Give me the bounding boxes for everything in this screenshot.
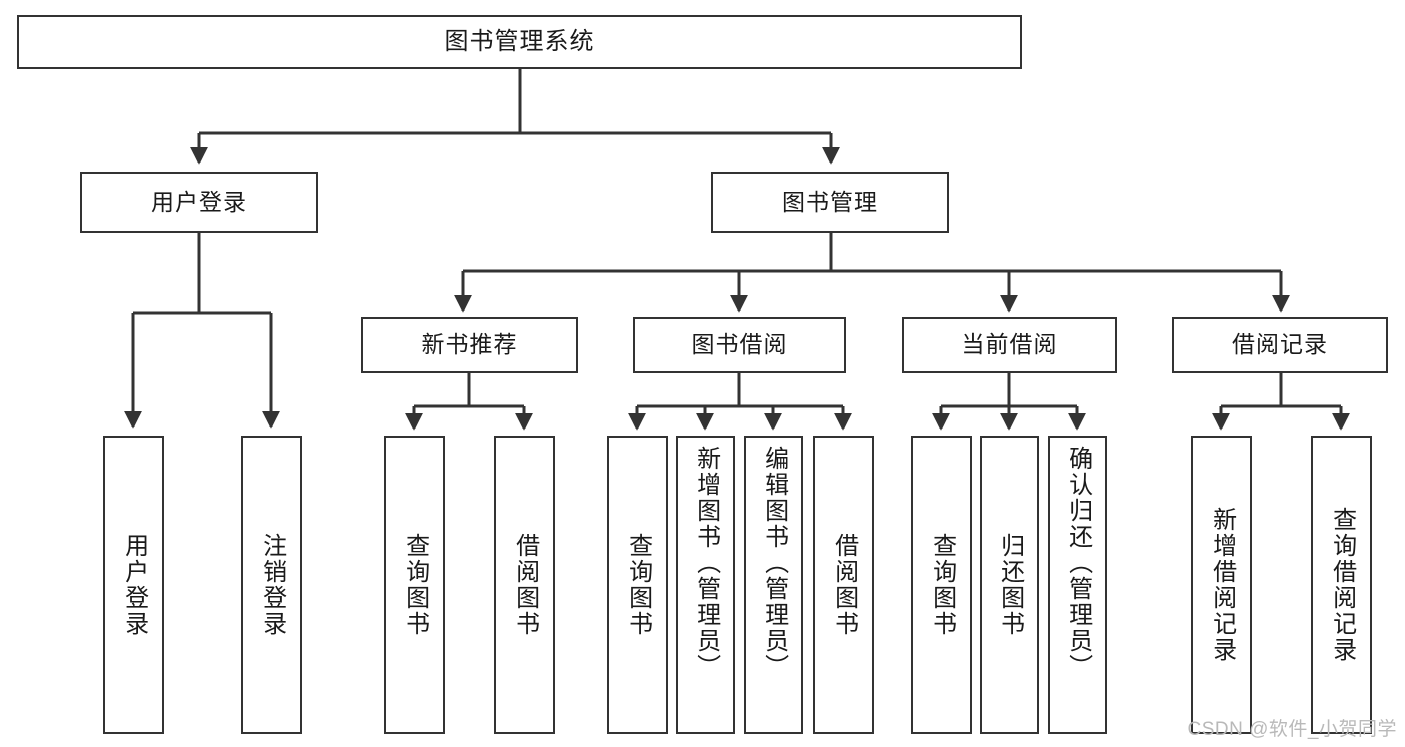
node-root-system[interactable]: 图书管理系统 [17, 15, 1022, 69]
leaf-borrow-book-borrow[interactable]: 借阅图书 [813, 436, 874, 734]
node-label: 归还图书 [996, 533, 1024, 637]
leaf-query-book-current[interactable]: 查询图书 [911, 436, 972, 734]
leaf-edit-book-admin[interactable]: 编辑图书（管理员） [744, 436, 803, 734]
node-label: 图书管理系统 [444, 27, 595, 55]
node-label: 借阅记录 [1232, 331, 1328, 358]
csdn-watermark: CSDN @软件_小贺同学 [1187, 719, 1397, 740]
node-label: 确认归还（管理员） [1064, 446, 1092, 680]
node-borrow-record[interactable]: 借阅记录 [1172, 317, 1388, 373]
leaf-add-book-admin[interactable]: 新增图书（管理员） [676, 436, 735, 734]
leaf-query-book-new[interactable]: 查询图书 [384, 436, 445, 734]
node-label: 图书借阅 [691, 331, 788, 358]
node-label: 查询图书 [401, 533, 429, 637]
node-label: 编辑图书（管理员） [760, 446, 788, 680]
node-label: 用户登录 [151, 188, 247, 215]
leaf-logout[interactable]: 注销登录 [241, 436, 302, 734]
leaf-query-borrow-record[interactable]: 查询借阅记录 [1311, 436, 1372, 734]
leaf-return-book[interactable]: 归还图书 [980, 436, 1039, 734]
node-label: 注销登录 [258, 533, 286, 637]
node-label: 新书推荐 [421, 331, 518, 358]
node-label: 查询借阅记录 [1328, 507, 1356, 663]
node-label: 当前借阅 [961, 331, 1058, 358]
node-label: 借阅图书 [511, 533, 539, 637]
node-current-borrow[interactable]: 当前借阅 [902, 317, 1117, 373]
node-book-manage[interactable]: 图书管理 [711, 172, 949, 233]
node-new-book-recommend[interactable]: 新书推荐 [361, 317, 578, 373]
leaf-user-login[interactable]: 用户登录 [103, 436, 164, 734]
leaf-add-borrow-record[interactable]: 新增借阅记录 [1191, 436, 1252, 734]
node-label: 借阅图书 [830, 533, 858, 637]
leaf-borrow-book-new[interactable]: 借阅图书 [494, 436, 555, 734]
node-label: 查询图书 [624, 533, 652, 637]
node-label: 用户登录 [120, 533, 148, 637]
node-label: 新增图书（管理员） [692, 446, 720, 680]
leaf-query-book-borrow[interactable]: 查询图书 [607, 436, 668, 734]
node-label: 新增借阅记录 [1208, 507, 1236, 663]
node-user-login[interactable]: 用户登录 [80, 172, 318, 233]
node-label: 图书管理 [782, 188, 878, 215]
node-label: 查询图书 [928, 533, 956, 637]
node-book-borrow[interactable]: 图书借阅 [633, 317, 846, 373]
leaf-confirm-return-admin[interactable]: 确认归还（管理员） [1048, 436, 1107, 734]
